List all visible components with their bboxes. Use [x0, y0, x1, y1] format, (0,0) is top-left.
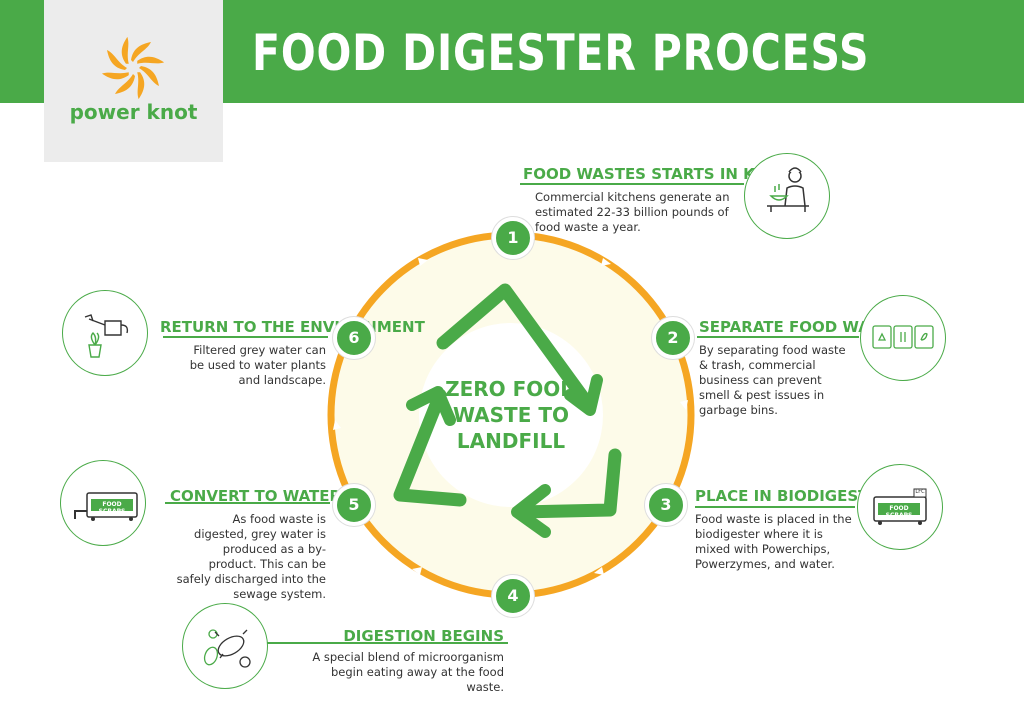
step-3-number: 3 — [645, 484, 687, 526]
step-1-number: 1 — [492, 217, 534, 259]
step-5-icon-circle: FOOD SCRAPS — [60, 460, 146, 546]
step-2-icon-circle — [860, 295, 946, 381]
digester-label: FOOD SCRAPS — [98, 501, 126, 515]
step-5-number: 5 — [333, 484, 375, 526]
step-2-number: 2 — [652, 317, 694, 359]
center-line-1: ZERO FOOD — [445, 377, 577, 401]
logo: power knot — [44, 0, 223, 162]
connector-line-6 — [163, 336, 328, 338]
step-3-icon-circle: FOOD SCRAPS LFC — [857, 464, 943, 550]
step-3-description: Food waste is placed in the biodigester … — [695, 512, 852, 571]
watering-can-icon — [84, 314, 129, 358]
logo-text: power knot — [69, 100, 198, 124]
center-line-3: LANDFILL — [456, 429, 566, 453]
step-4-number: 4 — [492, 575, 534, 617]
step-4-description: A special blend of microorganism begin e… — [312, 650, 504, 694]
page-title: FOOD DIGESTER PROCESS — [252, 24, 870, 82]
center-line-2: WASTE TO — [453, 403, 569, 427]
digester-water-icon — [74, 492, 138, 521]
step-2-title: SEPARATE FOOD WASTE — [699, 318, 902, 336]
step-6-number: 6 — [333, 317, 375, 359]
step-6-icon-circle — [62, 290, 148, 376]
power-knot-logo-icon — [101, 36, 165, 100]
step-4-title: DIGESTION BEGINS — [343, 627, 504, 645]
connector-line-4 — [258, 642, 508, 644]
center-message: ZERO FOOD WASTE TO LANDFILL — [436, 376, 586, 454]
step-1-title: FOOD WASTES STARTS IN KITCHEN — [523, 165, 817, 183]
biodigester-label: FOOD SCRAPS — [885, 505, 913, 519]
biodigester-icon — [873, 488, 927, 525]
step-5-description: As food waste is digested, grey water is… — [176, 512, 326, 601]
bins-icon — [872, 325, 934, 349]
connector-line-1 — [520, 183, 744, 185]
step-5-title: CONVERT TO WATER — [170, 487, 342, 505]
step-1-icon-circle — [744, 153, 830, 239]
step-6-description: Filtered grey water can be used to water… — [189, 343, 326, 387]
biodigester-badge: LFC — [915, 489, 925, 495]
ring-arrow-icons — [333, 258, 688, 575]
recycle-arrows-icon — [393, 283, 622, 538]
step-2-description: By separating food waste & trash, commer… — [699, 343, 846, 417]
connector-line-2 — [697, 336, 859, 338]
connector-line-5 — [165, 502, 330, 504]
microorganism-icon — [203, 629, 251, 668]
step-6-title: RETURN TO THE ENVIRONMENT — [160, 318, 425, 336]
step-4-icon-circle — [182, 603, 268, 689]
chef-icon — [767, 167, 809, 212]
step-3-title: PLACE IN BIODIGESTER — [695, 487, 891, 505]
connector-line-3 — [695, 506, 855, 508]
step-1-description: Commercial kitchens generate an estimate… — [535, 190, 730, 234]
